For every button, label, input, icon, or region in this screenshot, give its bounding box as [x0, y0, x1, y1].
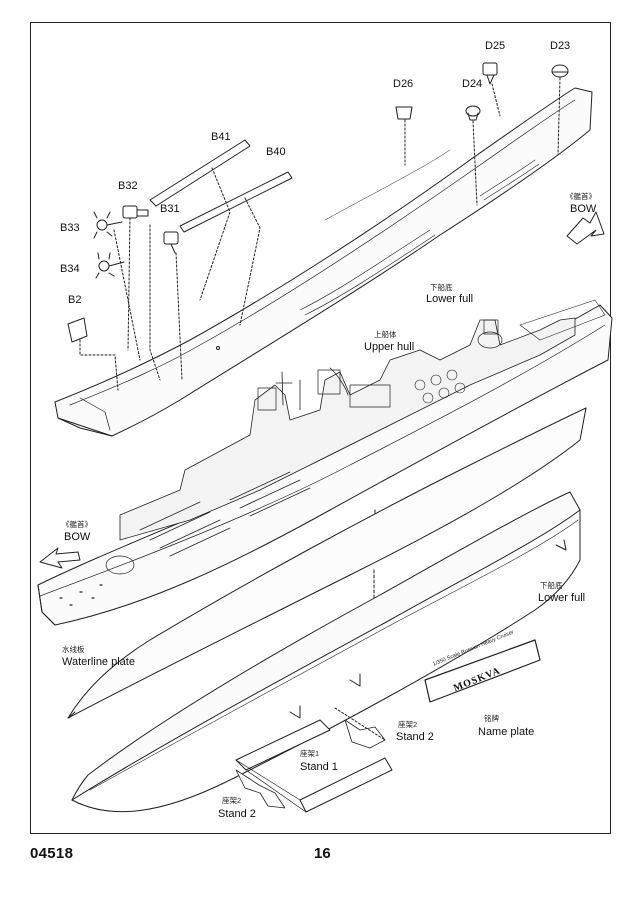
part-label-b32: B32	[118, 180, 138, 192]
waterline-plate-drawing	[67, 407, 587, 719]
part-label-d26: D26	[393, 78, 414, 90]
nameplate-label: Name plate	[478, 726, 535, 738]
part-label-b40: B40	[266, 146, 286, 158]
name-plate-drawing	[424, 639, 541, 703]
upper-hull-label-cn: 上船体	[374, 330, 397, 339]
part-label-d25: D25	[485, 40, 506, 52]
bow-top-label: BOW	[570, 203, 597, 215]
page-frame	[30, 22, 611, 834]
bow-top-label-cn: 《艦首》	[566, 192, 596, 201]
stand1-label-cn: 座架1	[300, 749, 320, 758]
stands-drawing	[235, 707, 393, 813]
bow-left-label-cn: 《艦首》	[62, 520, 92, 529]
stand1-label: Stand 1	[300, 761, 338, 773]
part-label-b33: B33	[60, 222, 80, 234]
part-label-b2: B2	[68, 294, 82, 306]
stand2-right-label: Stand 2	[396, 731, 434, 743]
part-label-d24: D24	[462, 78, 483, 90]
upper-hull-label: Upper hull	[364, 341, 415, 353]
upper-hull-drawing	[37, 299, 613, 626]
part-label-b41: B41	[211, 131, 231, 143]
page-number: 16	[314, 845, 331, 862]
lower-hull-top-drawing	[54, 87, 593, 437]
lower-hull-top-label-cn: 下船底	[430, 283, 453, 292]
part-label-b31: B31	[160, 203, 180, 215]
kit-code: 04518	[30, 845, 74, 862]
stand2-left-label: Stand 2	[218, 808, 256, 820]
bow-arrow-top	[566, 211, 605, 245]
bow-left-label: BOW	[64, 531, 91, 543]
bow-arrow-left	[39, 547, 81, 569]
nameplate-label-cn: 铭牌	[484, 714, 499, 723]
part-label-b34: B34	[60, 263, 80, 275]
lower-hull-bottom-drawing	[71, 491, 581, 813]
part-label-d23: D23	[550, 40, 571, 52]
lower-hull-top-label: Lower full	[426, 293, 474, 305]
waterline-label-cn: 水线板	[62, 645, 85, 654]
lower-hull-right-label: Lower full	[538, 592, 586, 604]
waterline-label: Waterline plate	[62, 656, 135, 668]
small-parts-top	[67, 62, 569, 391]
lower-hull-right-label-cn: 下船底	[540, 581, 563, 590]
stand2-left-label-cn: 座架2	[222, 796, 242, 805]
stand2-right-label-cn: 座架2	[398, 720, 418, 729]
